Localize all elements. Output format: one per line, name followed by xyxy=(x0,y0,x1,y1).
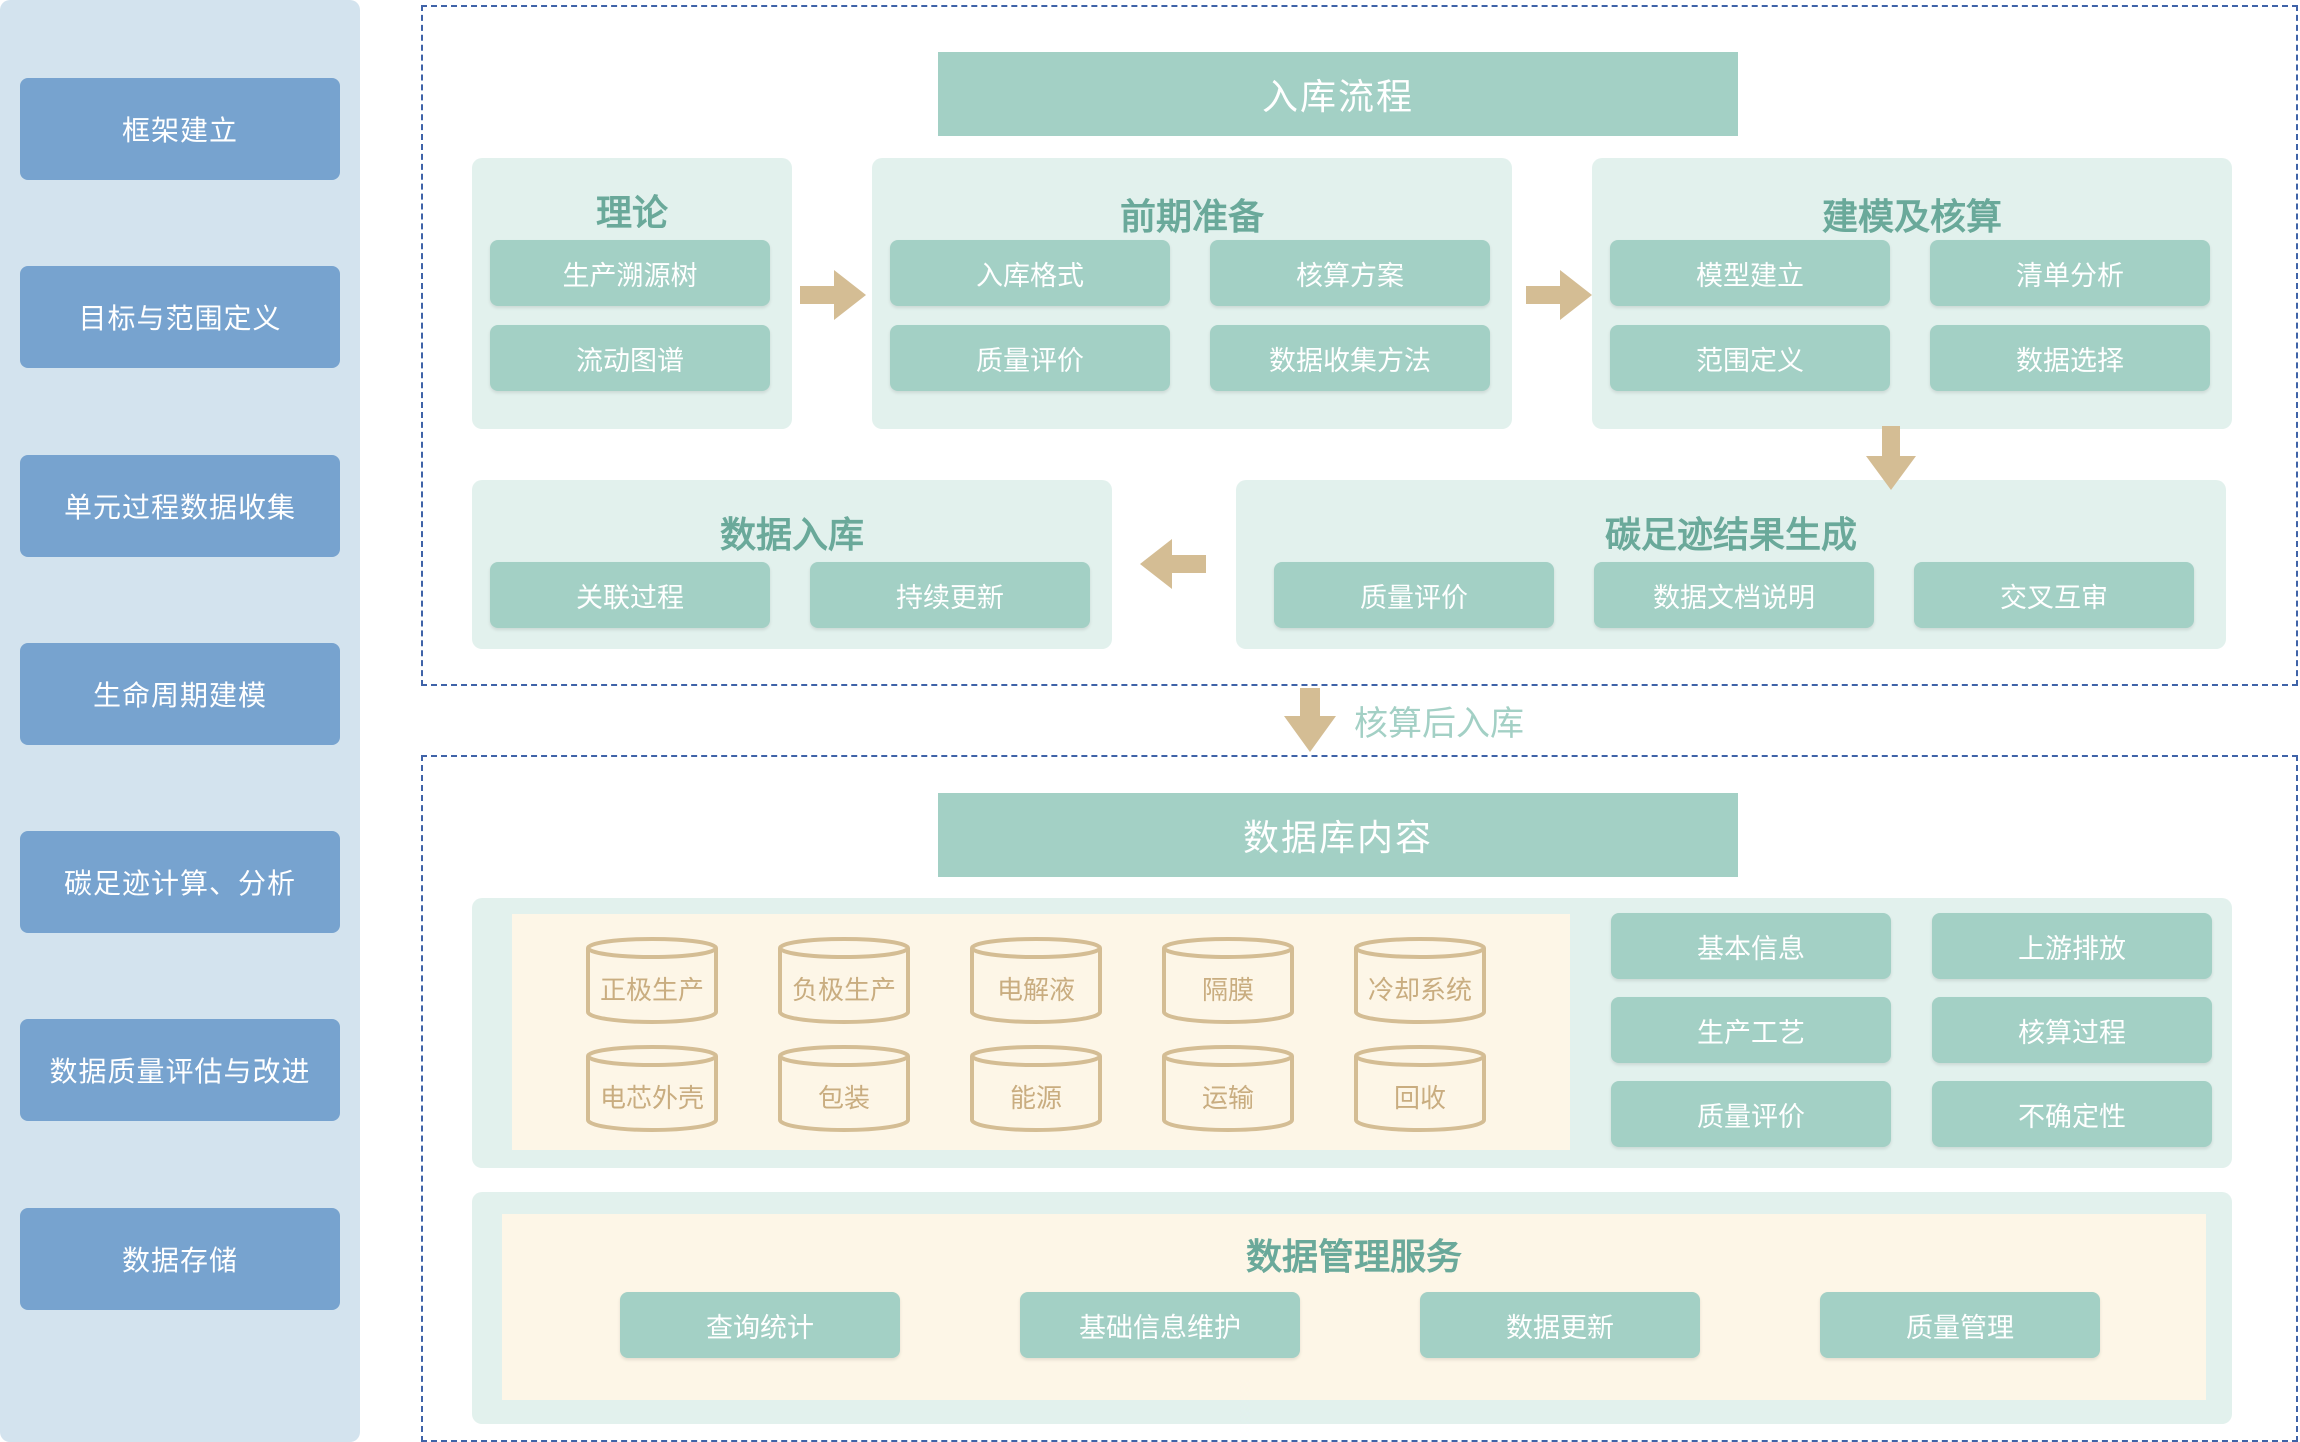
chip-data-collection[interactable]: 数据收集方法 xyxy=(1210,325,1490,391)
theory-title: 理论 xyxy=(595,193,668,234)
cylinder-icon xyxy=(586,1045,718,1132)
cylinder-label: 回收 xyxy=(1393,1084,1446,1114)
sidebar-item-storage[interactable]: 数据存储 xyxy=(20,1208,340,1310)
cylinder-label: 能源 xyxy=(1009,1084,1062,1114)
category-cylinder[interactable]: 冷却系统 xyxy=(1352,936,1488,1026)
cylinder-label: 电芯外壳 xyxy=(599,1084,704,1114)
sidebar-item-lifecycle-modeling[interactable]: 生命周期建模 xyxy=(20,643,340,745)
chip-continuous-update[interactable]: 持续更新 xyxy=(810,562,1090,628)
chip-basic-info[interactable]: 基本信息 xyxy=(1611,913,1891,979)
sidebar-item-unit-process[interactable]: 单元过程数据收集 xyxy=(20,455,340,557)
category-cylinder[interactable]: 负极生产 xyxy=(776,936,912,1026)
chip-upstream-emission[interactable]: 上游排放 xyxy=(1932,913,2212,979)
chip-doc-description[interactable]: 数据文档说明 xyxy=(1594,562,1874,628)
cylinder-icon xyxy=(1354,937,1486,1024)
category-cylinder[interactable]: 运输 xyxy=(1160,1044,1296,1134)
category-cylinder[interactable]: 回收 xyxy=(1352,1044,1488,1134)
cylinder-label: 运输 xyxy=(1201,1084,1254,1114)
modeling-title: 建模及核算 xyxy=(1821,197,2002,238)
sidebar-item-goal-scope[interactable]: 目标与范围定义 xyxy=(20,266,340,368)
result-title: 碳足迹结果生成 xyxy=(1604,515,1857,556)
cylinder-label: 正极生产 xyxy=(599,976,704,1006)
modeling-panel: 建模及核算 模型建立 清单分析 范围定义 数据选择 xyxy=(1592,158,2232,429)
category-cylinder[interactable]: 正极生产 xyxy=(584,936,720,1026)
sidebar-item-framework[interactable]: 框架建立 xyxy=(20,78,340,180)
services-title: 数据管理服务 xyxy=(1245,1237,1462,1278)
chip-scope-definition[interactable]: 范围定义 xyxy=(1610,325,1890,391)
result-panel: 碳足迹结果生成 质量评价 数据文档说明 交叉互审 xyxy=(1236,480,2226,649)
prep-title: 前期准备 xyxy=(1119,197,1264,238)
category-cylinder[interactable]: 包装 xyxy=(776,1044,912,1134)
cylinder-label: 包装 xyxy=(817,1084,870,1114)
cylinder-label: 冷却系统 xyxy=(1367,976,1472,1006)
category-cylinders: 正极生产 负极生产 电解液 隔膜 冷却系统电芯外壳 包装 能源 运输 回收 xyxy=(512,914,1570,1150)
chip-model-build[interactable]: 模型建立 xyxy=(1610,240,1890,306)
intake-title: 入库流程 xyxy=(938,52,1738,136)
chip-db-quality-eval[interactable]: 质量评价 xyxy=(1611,1081,1891,1147)
chip-cross-review[interactable]: 交叉互审 xyxy=(1914,562,2194,628)
sidebar: 框架建立 目标与范围定义 单元过程数据收集 生命周期建模 碳足迹计算、分析 数据… xyxy=(0,0,360,1442)
cylinder-label: 隔膜 xyxy=(1201,976,1254,1006)
cylinder-label: 电解液 xyxy=(996,976,1075,1006)
category-cylinder[interactable]: 能源 xyxy=(968,1044,1104,1134)
cylinder-label: 负极生产 xyxy=(791,976,896,1006)
chip-uncertainty[interactable]: 不确定性 xyxy=(1932,1081,2212,1147)
chip-intake-format[interactable]: 入库格式 xyxy=(890,240,1170,306)
category-cylinder[interactable]: 隔膜 xyxy=(1160,936,1296,1026)
cylinder-icon xyxy=(1354,1045,1486,1132)
sidebar-item-quality[interactable]: 数据质量评估与改进 xyxy=(20,1019,340,1121)
chip-inventory-analysis[interactable]: 清单分析 xyxy=(1930,240,2210,306)
chip-query-stats[interactable]: 查询统计 xyxy=(620,1292,900,1358)
chip-accounting-process[interactable]: 核算过程 xyxy=(1932,997,2212,1063)
data-intake-title: 数据入库 xyxy=(719,515,864,556)
cylinder-icon xyxy=(778,937,910,1024)
connector-label: 核算后入库 xyxy=(1354,704,1524,744)
chip-link-process[interactable]: 关联过程 xyxy=(490,562,770,628)
cylinder-icon xyxy=(1162,1045,1294,1132)
chip-data-update[interactable]: 数据更新 xyxy=(1420,1292,1700,1358)
chip-basic-maintenance[interactable]: 基础信息维护 xyxy=(1020,1292,1300,1358)
chip-result-quality[interactable]: 质量评价 xyxy=(1274,562,1554,628)
theory-panel: 理论 生产溯源树 流动图谱 xyxy=(472,158,792,429)
chip-quality-management[interactable]: 质量管理 xyxy=(1820,1292,2100,1358)
intake-frame xyxy=(421,5,2298,686)
cylinder-icon xyxy=(970,1045,1102,1132)
cylinder-icon xyxy=(778,1045,910,1132)
chip-production-process[interactable]: 生产工艺 xyxy=(1611,997,1891,1063)
chip-flow-map[interactable]: 流动图谱 xyxy=(490,325,770,391)
database-frame xyxy=(421,755,2298,1442)
category-cylinder[interactable]: 电芯外壳 xyxy=(584,1044,720,1134)
prep-panel: 前期准备 入库格式 核算方案 质量评价 数据收集方法 xyxy=(872,158,1512,429)
cylinder-icon xyxy=(1162,937,1294,1024)
cylinder-icon xyxy=(586,937,718,1024)
chip-data-selection[interactable]: 数据选择 xyxy=(1930,325,2210,391)
category-cylinder[interactable]: 电解液 xyxy=(968,936,1104,1026)
arrow-down-main xyxy=(1284,688,1336,752)
data-intake-panel: 数据入库 关联过程 持续更新 xyxy=(472,480,1112,649)
database-title: 数据库内容 xyxy=(938,793,1738,877)
chip-accounting-plan[interactable]: 核算方案 xyxy=(1210,240,1490,306)
chip-quality-eval[interactable]: 质量评价 xyxy=(890,325,1170,391)
cylinder-icon xyxy=(970,937,1102,1024)
sidebar-item-footprint-calc[interactable]: 碳足迹计算、分析 xyxy=(20,831,340,933)
chip-trace-tree[interactable]: 生产溯源树 xyxy=(490,240,770,306)
